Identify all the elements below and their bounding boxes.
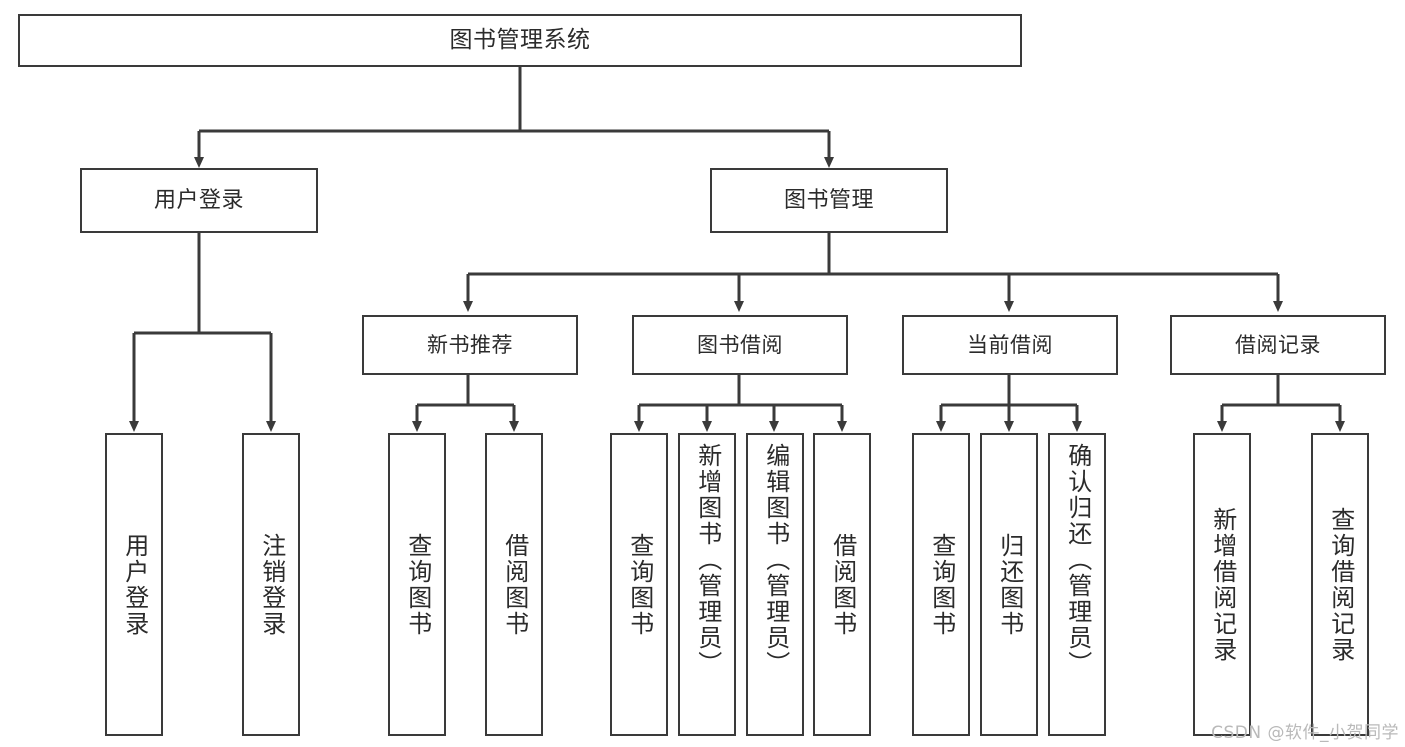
leaf-user-login-signin[interactable]: 用户登录 (105, 433, 163, 736)
node-borrow-record[interactable]: 借阅记录 (1170, 315, 1386, 375)
node-current-borrow[interactable]: 当前借阅 (902, 315, 1118, 375)
leaf-book-borrow-edit[interactable]: 编辑图书（管理员） (746, 433, 804, 736)
leaf-new-book-query-label: 查询图书 (403, 532, 432, 637)
leaf-user-login-signin-label: 用户登录 (120, 532, 149, 637)
leaf-new-book-borrow-label: 借阅图书 (500, 532, 529, 637)
leaf-borrow-record-add[interactable]: 新增借阅记录 (1193, 433, 1251, 736)
node-new-book-recommend-label: 新书推荐 (427, 332, 513, 357)
leaf-new-book-borrow[interactable]: 借阅图书 (485, 433, 543, 736)
leaf-book-borrow-query[interactable]: 查询图书 (610, 433, 668, 736)
leaf-borrow-record-query-label: 查询借阅记录 (1326, 506, 1355, 663)
leaf-book-borrow-query-label: 查询图书 (625, 532, 654, 637)
node-user-login[interactable]: 用户登录 (80, 168, 318, 233)
leaf-book-borrow-borrow[interactable]: 借阅图书 (813, 433, 871, 736)
leaf-current-borrow-query[interactable]: 查询图书 (912, 433, 970, 736)
leaf-user-login-signout-label: 注销登录 (257, 532, 286, 637)
node-user-login-label: 用户登录 (153, 187, 244, 213)
node-borrow-record-label: 借阅记录 (1235, 332, 1321, 357)
leaf-current-borrow-confirm-label: 确认归还（管理员） (1063, 443, 1092, 677)
node-book-borrow[interactable]: 图书借阅 (632, 315, 848, 375)
leaf-book-borrow-add[interactable]: 新增图书（管理员） (678, 433, 736, 736)
node-new-book-recommend[interactable]: 新书推荐 (362, 315, 578, 375)
leaf-current-borrow-confirm[interactable]: 确认归还（管理员） (1048, 433, 1106, 736)
leaf-borrow-record-query[interactable]: 查询借阅记录 (1311, 433, 1369, 736)
leaf-book-borrow-add-label: 新增图书（管理员） (693, 443, 722, 677)
leaf-borrow-record-add-label: 新增借阅记录 (1208, 506, 1237, 663)
node-book-manage[interactable]: 图书管理 (710, 168, 948, 233)
leaf-book-borrow-edit-label: 编辑图书（管理员） (761, 443, 790, 677)
leaf-book-borrow-borrow-label: 借阅图书 (828, 532, 857, 637)
node-current-borrow-label: 当前借阅 (967, 332, 1053, 357)
node-root-label: 图书管理系统 (449, 27, 591, 54)
node-root[interactable]: 图书管理系统 (18, 14, 1022, 67)
leaf-current-borrow-query-label: 查询图书 (927, 532, 956, 637)
node-book-manage-label: 图书管理 (783, 187, 874, 213)
leaf-current-borrow-return[interactable]: 归还图书 (980, 433, 1038, 736)
leaf-new-book-query[interactable]: 查询图书 (388, 433, 446, 736)
leaf-user-login-signout[interactable]: 注销登录 (242, 433, 300, 736)
leaf-current-borrow-return-label: 归还图书 (995, 532, 1024, 637)
node-book-borrow-label: 图书借阅 (697, 332, 783, 357)
